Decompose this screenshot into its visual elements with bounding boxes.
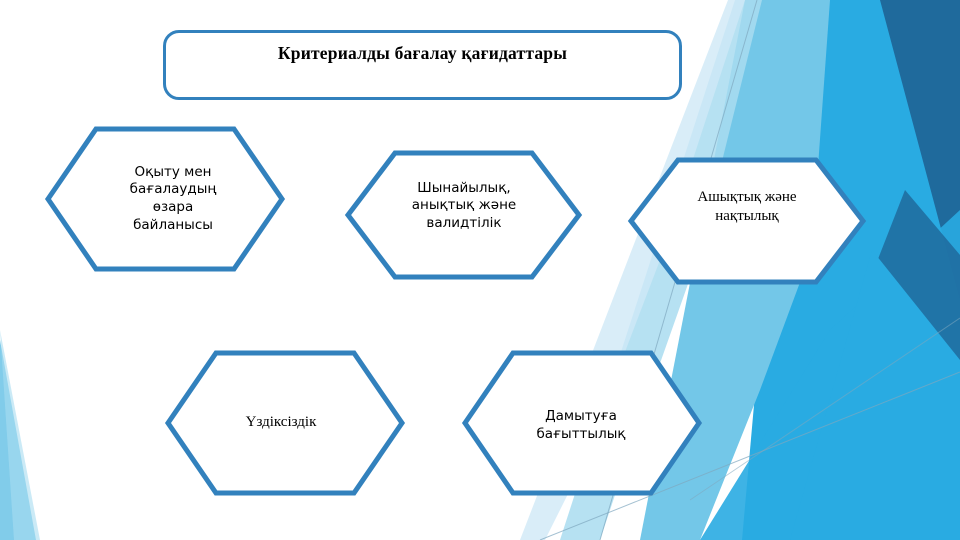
- hexagon-ashyqtyq[interactable]: Ашықтық және нақтылық: [627, 157, 867, 285]
- hexagon-shape: [627, 157, 867, 285]
- hexagon-shape: [461, 350, 703, 496]
- hexagon-oqytu-bagalau[interactable]: Оқыту мен бағалаудың өзара байланысы: [44, 126, 286, 272]
- decor-shape-accent-lower: [790, 250, 960, 540]
- title-box: Критериалды бағалау қағидаттары: [163, 30, 682, 100]
- hexagon-label: Шынайылық, анықтық және валидтілік: [411, 179, 517, 231]
- decor-hairline-diagonal-2: [689, 317, 960, 501]
- hexagon-shynayylyq[interactable]: Шынайылық, анықтық және валидтілік: [344, 150, 583, 280]
- hexagon-label: Дамытуға бағыттылық: [536, 408, 626, 442]
- decor-shape-left-wedge-inner: [0, 330, 40, 540]
- page-title: Критериалды бағалау қағидаттары: [277, 43, 568, 63]
- hexagon-shape: [344, 150, 583, 280]
- hexagon-shape: [44, 126, 286, 272]
- hexagon-label: Үздіксіздік: [245, 414, 317, 431]
- hexagon-shape: [164, 350, 406, 496]
- hexagon-label: Ашықтық және нақтылық: [697, 188, 797, 225]
- decor-shape-darkband-lower: [862, 190, 960, 400]
- hexagon-label: Оқыту мен бағалаудың өзара байланысы: [129, 163, 217, 233]
- decor-shape-left-wedge: [0, 340, 36, 540]
- hexagon-damytuga[interactable]: Дамытуға бағыттылық: [461, 350, 703, 496]
- hexagon-uzdiksizdik[interactable]: Үздіксіздік: [164, 350, 406, 496]
